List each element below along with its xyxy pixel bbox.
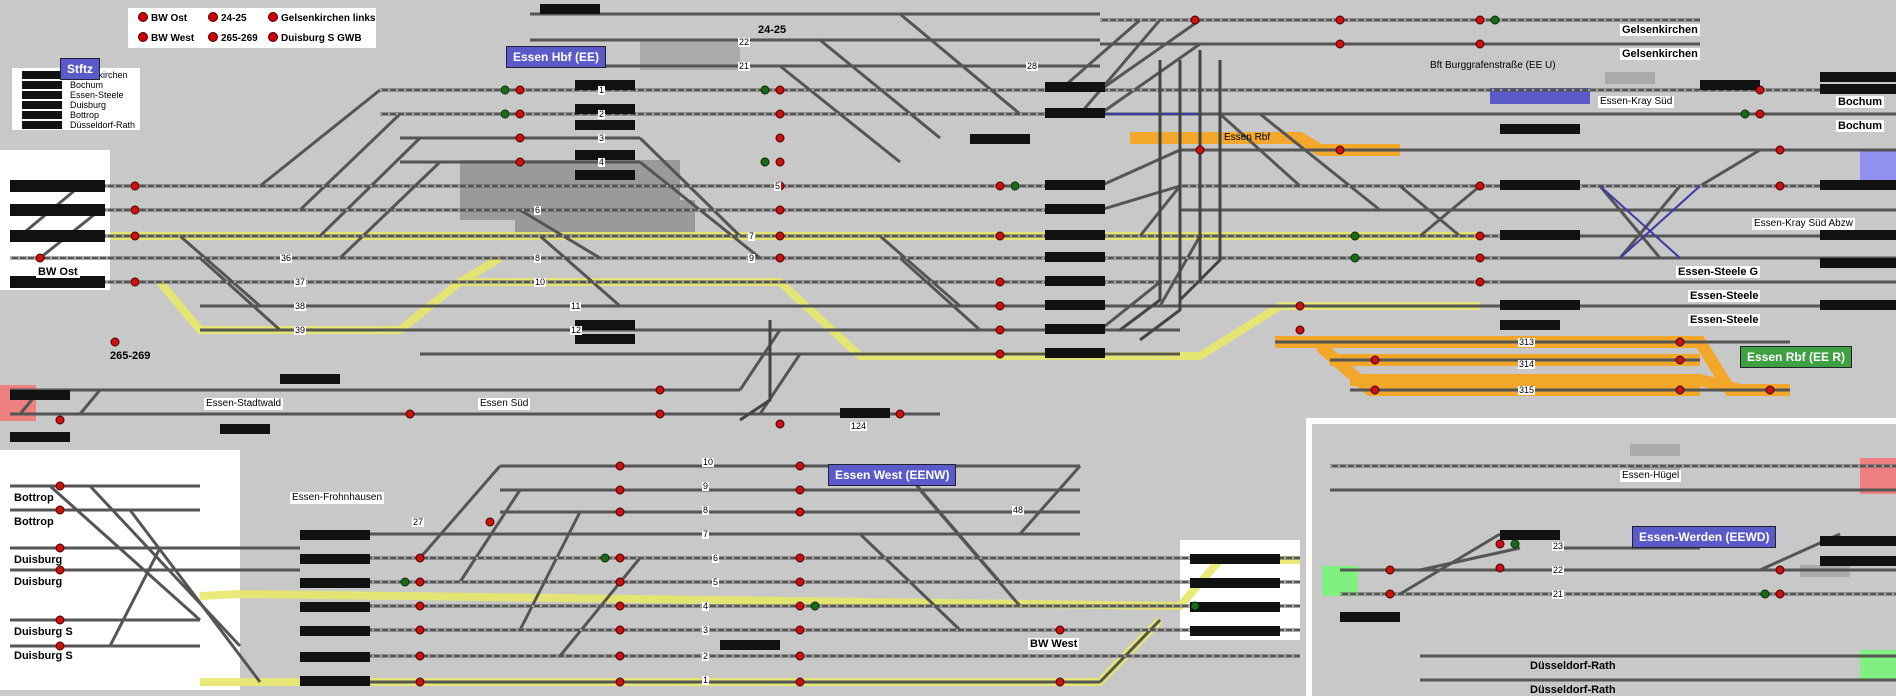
legend-item-265-269[interactable]: 265-269 [208,32,258,45]
signal-icon [208,32,218,42]
end-label-265-269[interactable]: 265-269 [110,350,151,362]
track-number: 11 [570,301,582,311]
track-number: 1 [702,675,710,685]
station-essen-rbf[interactable]: Essen Rbf (EE R) [1740,346,1853,368]
track-number: 12 [570,325,583,335]
track-number: 313 [1518,337,1536,347]
place-label: Bft Burggrafenstraße (EE U) [1430,60,1556,71]
end-label-bottrop[interactable]: Bottrop [14,516,54,528]
end-label-duesseldorf-rath[interactable]: Düsseldorf-Rath [1530,684,1616,696]
track-number: 22 [738,37,751,47]
track-number: 314 [1518,359,1536,369]
place-label: Essen-Stadtwald [204,398,284,410]
place-label: Essen-Frohnhausen [290,492,385,504]
track-number: 39 [294,325,307,335]
place-label: Essen Süd [478,398,531,410]
signal-icon [268,32,278,42]
end-label-duesseldorf-rath[interactable]: Düsseldorf-Rath [1530,660,1616,672]
end-label-bochum[interactable]: Bochum [1836,96,1884,108]
end-label-24-25[interactable]: 24-25 [758,24,787,36]
legend-item-24-25[interactable]: 24-25 [208,12,247,25]
end-label-bw-west[interactable]: BW West [1028,638,1080,650]
direction-row[interactable]: Düsseldorf-Rath [22,120,135,130]
end-label-gelsenkirchen[interactable]: Gelsenkirchen [1620,48,1700,60]
track-number: 2 [598,109,606,119]
track-number: 9 [748,253,756,263]
legend: BW Ost 24-25 Gelsenkirchen links BW West… [128,8,376,48]
block-indicator [22,101,62,109]
station-essen-werden[interactable]: Essen-Werden (EEWD) [1632,526,1777,548]
end-label-duisburg-s[interactable]: Duisburg S [14,650,73,662]
legend-item-duisburg-s-gwb[interactable]: Duisburg S GWB [268,32,362,45]
direction-row[interactable]: Bochum [22,80,103,90]
track-number: 48 [1012,505,1025,515]
track-number: 4 [702,601,710,611]
place-label: Essen Rbf [1224,132,1271,143]
track-number: 36 [280,253,293,263]
end-label-essen-steele[interactable]: Essen-Steele [1688,314,1761,326]
track-number: 10 [702,457,715,467]
track-number: 27 [412,517,425,527]
block-indicator [22,81,62,89]
track-number: 5 [712,577,720,587]
track-number: 124 [850,421,868,431]
legend-item-bw-ost[interactable]: BW Ost [138,12,187,25]
station-essen-hbf[interactable]: Essen Hbf (EE) [506,46,607,68]
direction-row[interactable]: Bottrop [22,110,99,120]
track-number: 21 [1552,589,1565,599]
end-label-gelsenkirchen[interactable]: Gelsenkirchen [1620,24,1700,36]
track-number: 21 [738,61,751,71]
track-number: 8 [534,253,542,263]
track-number: 3 [598,133,606,143]
block-indicator [22,91,62,99]
track-number: 28 [1026,61,1039,71]
track-number: 4 [598,157,606,167]
place-label: Essen-Kray Süd [1598,96,1675,108]
track-number: 7 [748,231,756,241]
track-number: 23 [1552,541,1565,551]
end-label-essen-steele-g[interactable]: Essen-Steele G [1676,266,1761,278]
track-number: 1 [598,85,606,95]
place-label: Essen-Hügel [1620,470,1682,482]
end-label-essen-steele[interactable]: Essen-Steele [1688,290,1761,302]
track-number: 22 [1552,565,1565,575]
track-number: 2 [702,651,710,661]
direction-row[interactable]: Duisburg [22,100,106,110]
block-indicator [22,71,62,79]
end-label-duisburg[interactable]: Duisburg [14,576,63,588]
track-number: 7 [702,529,710,539]
end-label-bochum[interactable]: Bochum [1836,120,1884,132]
track-number: 3 [702,625,710,635]
station-essen-west[interactable]: Essen West (EENW) [828,464,957,486]
block-indicator [22,121,62,129]
block-indicator [22,111,62,119]
track-number: 37 [294,277,307,287]
track-number: 38 [294,301,307,311]
track-number: 6 [712,553,720,563]
track-number: 5 [774,181,782,191]
place-label: Essen-Kray Süd Abzw [1752,218,1855,230]
track-number: 6 [534,205,542,215]
track-number: 8 [702,505,710,515]
end-label-bw-ost[interactable]: BW Ost [36,266,80,278]
signal-icon [138,32,148,42]
direction-row[interactable]: Essen-Steele [22,90,124,100]
track-number: 315 [1518,385,1536,395]
end-label-duisburg-s[interactable]: Duisburg S [14,626,73,638]
track-number: 9 [702,481,710,491]
signal-icon [268,12,278,22]
signal-icon [208,12,218,22]
station-stftz[interactable]: Stftz [60,58,100,80]
legend-item-bw-west[interactable]: BW West [138,32,194,45]
signal-icon [138,12,148,22]
legend-item-gelsenkirchen-links[interactable]: Gelsenkirchen links [268,12,376,25]
track-number: 10 [534,277,547,287]
end-label-duisburg[interactable]: Duisburg [14,554,63,566]
end-label-bottrop[interactable]: Bottrop [14,492,54,504]
